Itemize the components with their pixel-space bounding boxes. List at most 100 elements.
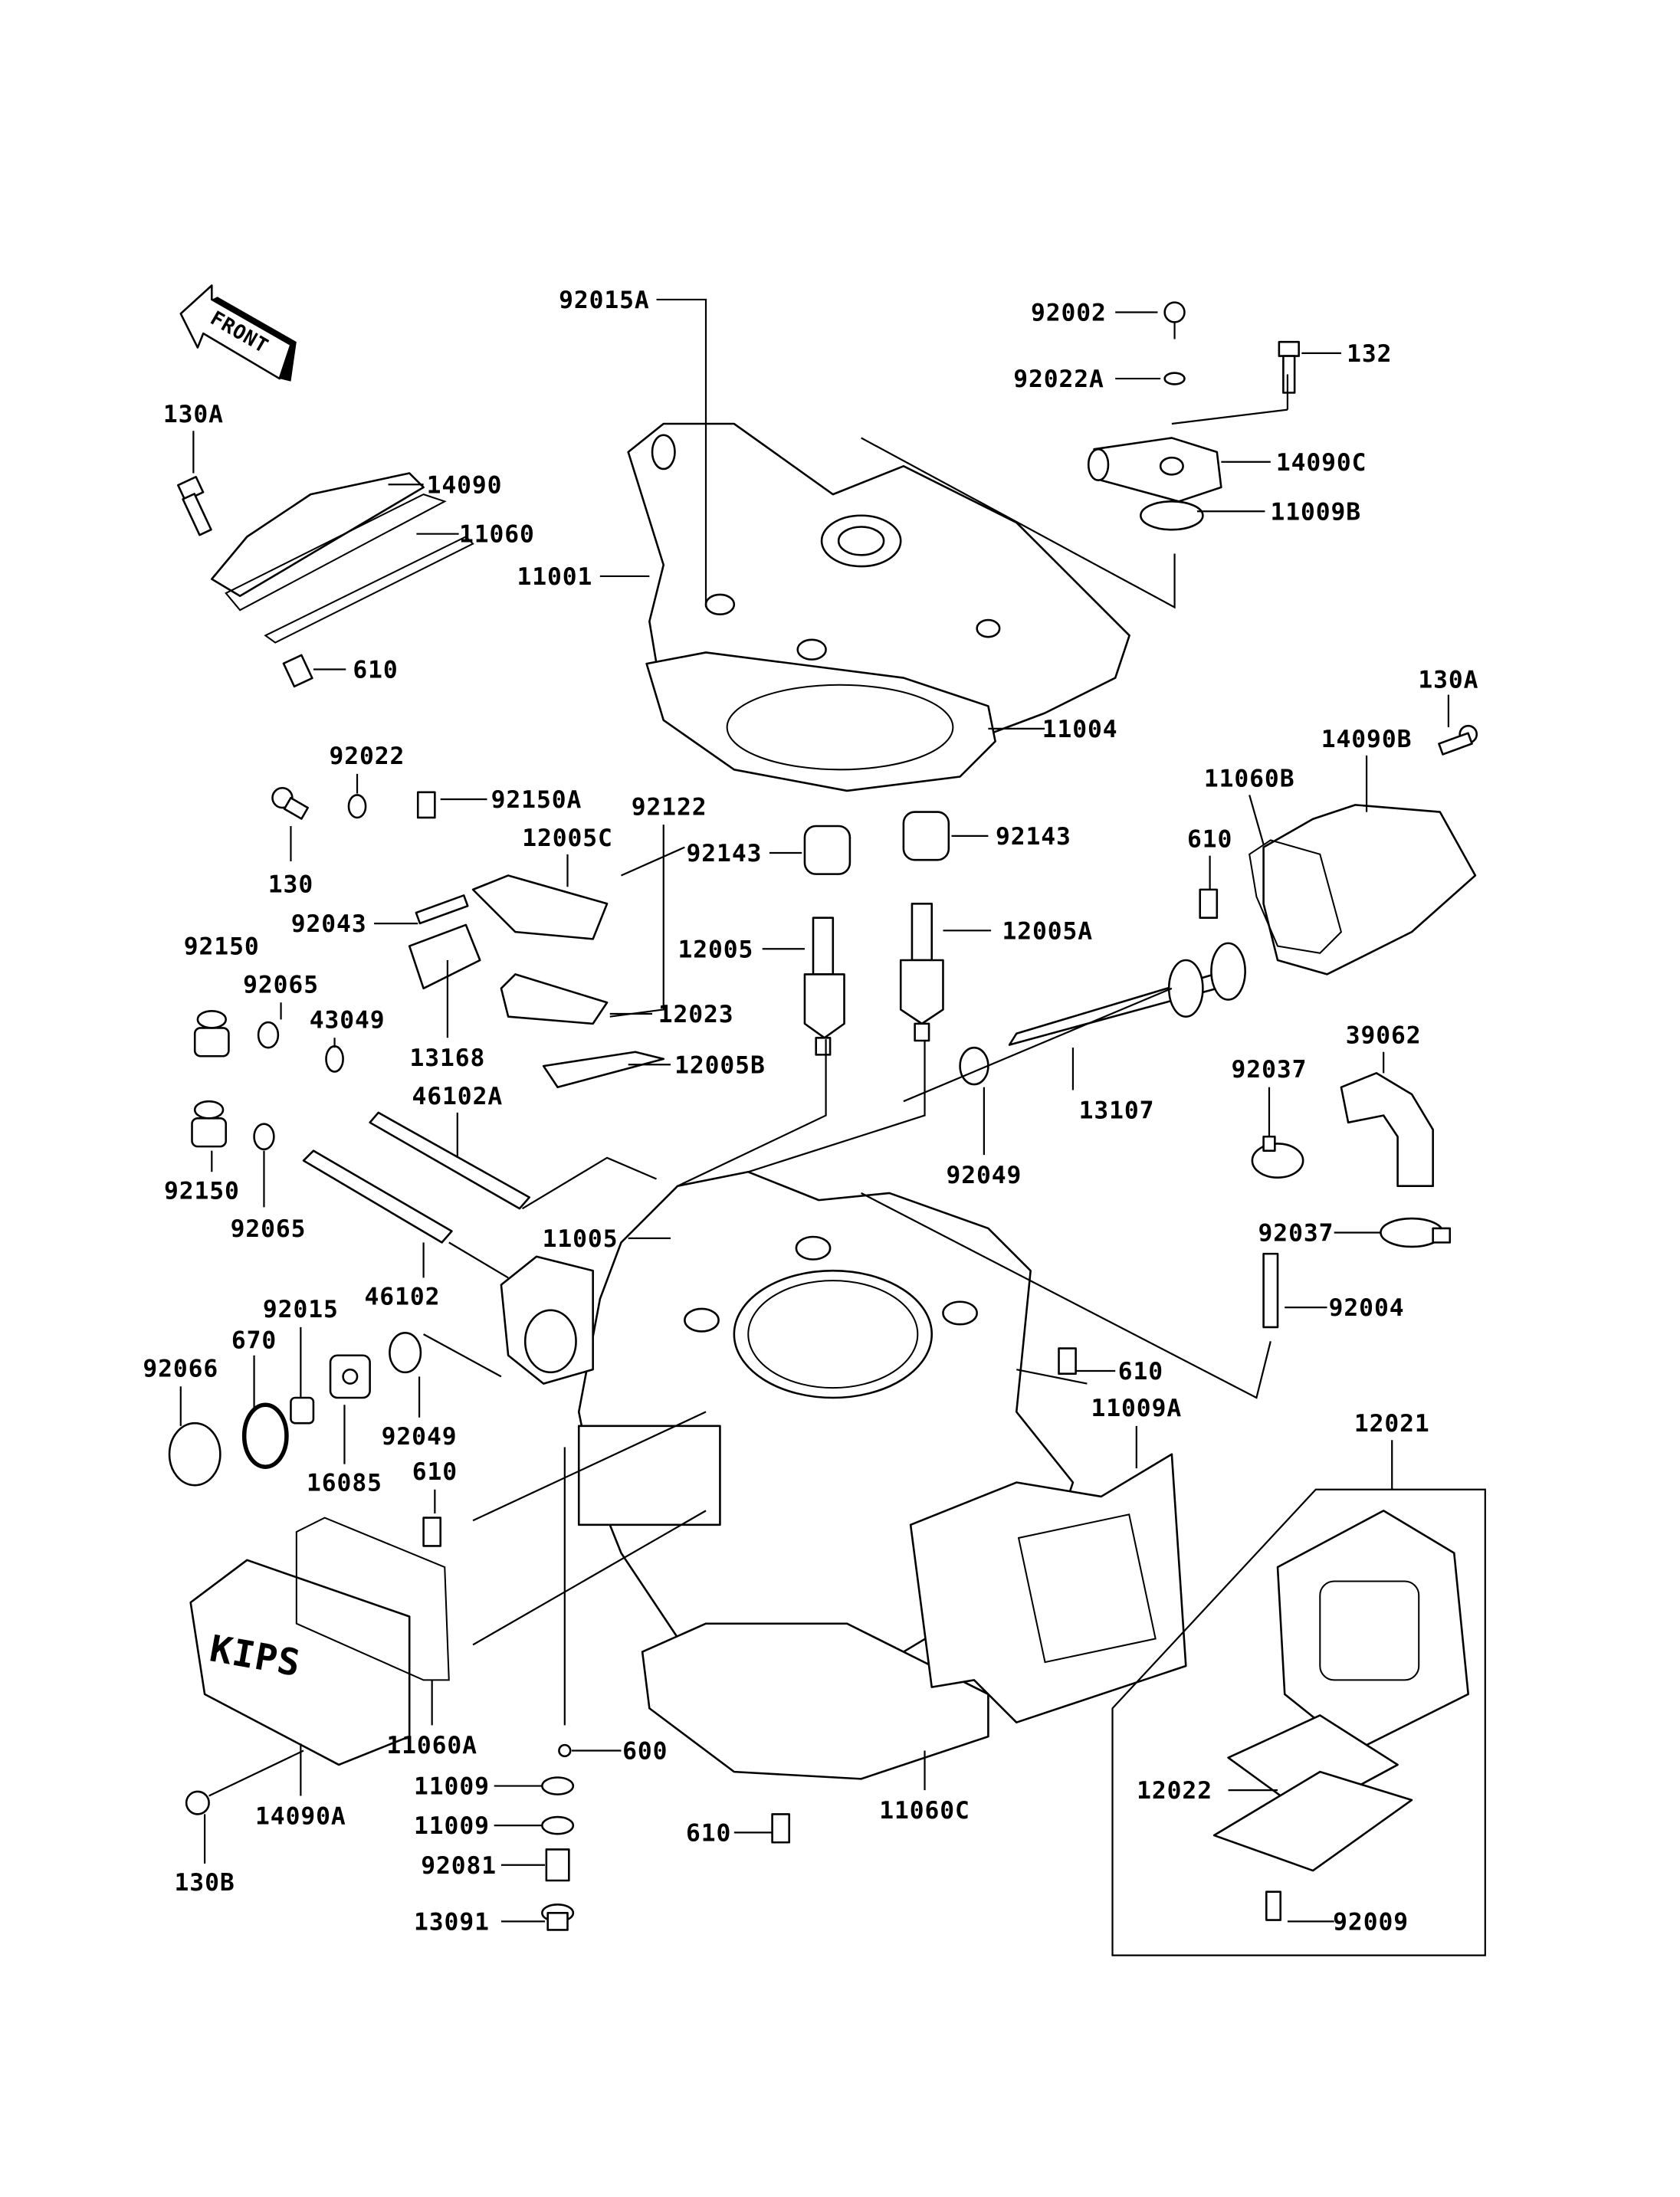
part-label[interactable]: 92143 [996, 823, 1071, 851]
part-label[interactable]: 11060C [879, 1797, 970, 1825]
rubber-92143-right[interactable] [902, 811, 950, 861]
gear-13107[interactable] [1167, 942, 1246, 1018]
ball-600[interactable] [558, 1743, 572, 1758]
o-ring-670[interactable] [241, 1402, 289, 1470]
part-label[interactable]: 92065 [243, 971, 319, 998]
part-label[interactable]: 11060 [459, 521, 535, 549]
part-label[interactable]: 46102A [412, 1083, 504, 1110]
o-ring-11009b[interactable] [1140, 500, 1204, 531]
part-label[interactable]: 92015 [263, 1296, 339, 1323]
part-label[interactable]: 92009 [1333, 1908, 1409, 1936]
part-label[interactable]: 132 [1347, 340, 1392, 368]
part-label[interactable]: 92043 [291, 910, 367, 938]
rubber-92143-left[interactable] [803, 825, 851, 875]
plug-92150-bottom[interactable] [191, 1100, 228, 1148]
screw-92150a[interactable] [416, 791, 436, 819]
part-label[interactable]: 92065 [231, 1215, 307, 1243]
bolt-130a-right[interactable] [1438, 724, 1478, 756]
part-label[interactable]: 610 [686, 1819, 731, 1847]
part-label[interactable]: 600 [622, 1738, 668, 1766]
shaft-46102[interactable] [302, 1149, 453, 1244]
part-label[interactable]: 12005C [522, 825, 613, 852]
part-label[interactable]: 92150 [164, 1177, 240, 1205]
part-label[interactable]: 13091 [414, 1908, 490, 1936]
part-label[interactable]: 92081 [421, 1852, 497, 1880]
part-label[interactable]: 12021 [1354, 1410, 1430, 1438]
part-label[interactable]: 610 [1187, 826, 1232, 854]
spring-92081[interactable] [545, 1848, 570, 1882]
nut-92015[interactable] [290, 1396, 315, 1425]
cap-92066[interactable] [168, 1421, 221, 1487]
seal-92049[interactable] [959, 1046, 989, 1086]
clamp-92037-bottom[interactable] [1380, 1217, 1452, 1248]
screw-92009[interactable] [1265, 1890, 1281, 1921]
part-label[interactable]: 14090 [427, 471, 503, 499]
washer-92022[interactable] [347, 794, 367, 819]
part-label[interactable]: 11009 [414, 1812, 490, 1840]
part-label[interactable]: 130A [1418, 666, 1478, 694]
plug-92150-top[interactable] [193, 1010, 230, 1058]
part-label[interactable]: 92037 [1232, 1056, 1308, 1084]
valve-12023[interactable] [500, 973, 609, 1025]
valve-12005b[interactable] [542, 1051, 665, 1089]
valve-12005[interactable] [803, 917, 845, 1056]
part-label[interactable]: 92143 [687, 840, 763, 867]
part-label[interactable]: 11009A [1091, 1395, 1183, 1422]
bolt-92002[interactable] [1163, 301, 1186, 339]
valve-12005c[interactable] [471, 874, 609, 940]
part-label[interactable]: 610 [353, 657, 398, 684]
rod-92122[interactable] [621, 846, 685, 877]
part-label[interactable]: 92049 [946, 1162, 1022, 1189]
valve-12005a[interactable] [899, 903, 944, 1042]
part-label[interactable]: 16085 [307, 1470, 382, 1497]
part-label[interactable]: 11005 [543, 1225, 619, 1253]
part-label[interactable]: 11060B [1204, 765, 1295, 792]
part-label[interactable]: 92049 [382, 1423, 458, 1451]
part-label[interactable]: 130B [175, 1869, 235, 1897]
dowel-610-c[interactable] [1058, 1347, 1077, 1375]
part-label[interactable]: 92150 [184, 933, 260, 961]
part-label[interactable]: 12005B [674, 1051, 766, 1079]
washer-92065-bottom[interactable] [253, 1123, 275, 1151]
part-label[interactable]: 92015A [559, 287, 650, 314]
part-label[interactable]: 13107 [1079, 1097, 1155, 1124]
washer-92065-top[interactable] [257, 1021, 280, 1049]
clamp-92037-top[interactable] [1251, 1135, 1304, 1179]
part-label[interactable]: 11009B [1270, 498, 1361, 526]
part-label[interactable]: 92022 [330, 743, 405, 770]
part-label[interactable]: 130 [268, 871, 313, 899]
part-label[interactable]: 610 [1118, 1358, 1163, 1385]
dowel-610-b[interactable] [1199, 888, 1219, 920]
part-label[interactable]: 670 [231, 1327, 277, 1355]
reed-valve-assy-12021[interactable] [1111, 1488, 1486, 1956]
shaft-46102a[interactable] [369, 1111, 531, 1210]
part-label[interactable]: 92002 [1031, 300, 1107, 327]
bolt-130b[interactable] [185, 1749, 304, 1815]
part-label[interactable]: 14090A [255, 1802, 346, 1830]
dowel-610[interactable] [282, 654, 313, 688]
stud-92004[interactable] [1262, 1252, 1279, 1329]
part-label[interactable]: 11001 [517, 563, 592, 591]
washer-92022a[interactable] [1163, 372, 1186, 385]
base-gasket-11060c[interactable] [641, 1622, 989, 1780]
part-label[interactable]: 12005 [678, 936, 753, 963]
pin-92043[interactable] [415, 894, 469, 925]
valve-holder-13168[interactable] [408, 923, 481, 990]
gasket-11060a[interactable] [295, 1517, 450, 1681]
part-label[interactable]: 610 [412, 1458, 458, 1486]
housing-14090b[interactable] [1262, 804, 1477, 976]
part-label[interactable]: 130A [163, 401, 224, 428]
part-label[interactable]: 12023 [658, 1001, 734, 1028]
water-outlet-14090c[interactable] [1087, 437, 1222, 503]
part-label[interactable]: 92122 [632, 793, 707, 821]
part-label[interactable]: 92150A [491, 786, 582, 814]
part-label[interactable]: 92022A [1013, 366, 1104, 393]
part-label[interactable]: 12005A [1002, 917, 1093, 945]
part-label[interactable]: 11004 [1042, 716, 1118, 743]
hose-39062[interactable] [1340, 1072, 1434, 1187]
part-label[interactable]: 92037 [1258, 1220, 1334, 1248]
part-label[interactable]: 12022 [1137, 1777, 1212, 1805]
gear-16085[interactable] [329, 1354, 371, 1399]
part-label[interactable]: 13168 [410, 1044, 486, 1072]
washer-11009-a[interactable] [541, 1776, 575, 1795]
